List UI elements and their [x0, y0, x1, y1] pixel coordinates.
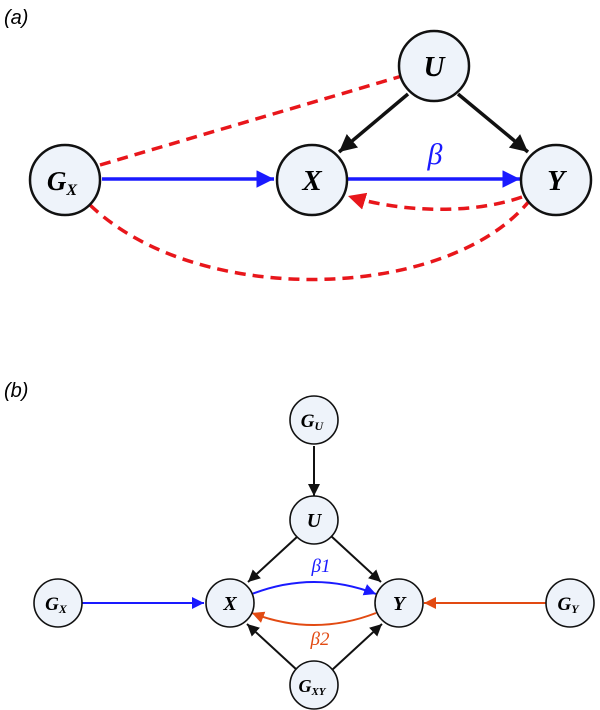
node-gu: GU	[289, 395, 339, 445]
panel-a: (a) β U GX X Y	[4, 7, 593, 282]
node-u-label: U	[424, 51, 447, 83]
edge-u-x	[247, 535, 299, 583]
svg-text:β2: β2	[310, 629, 330, 650]
edge-gx-u-dashed	[99, 74, 403, 167]
node-gx-label: G	[45, 594, 59, 615]
panel-b: (b) β1 β2 GU U GX X Y	[4, 380, 595, 710]
node-gu-subscript: U	[315, 419, 325, 433]
edge-u-y	[330, 535, 382, 583]
beta2-label: β	[310, 629, 321, 650]
node-y-label: Y	[547, 165, 567, 197]
node-gxy-label: G	[298, 676, 311, 696]
node-gxy-subscript: XY	[310, 686, 326, 698]
svg-text:GU: GU	[301, 411, 325, 433]
edge-u-y	[456, 92, 530, 154]
beta1-subscript: 1	[321, 556, 331, 577]
panel-a-label: (a)	[4, 7, 28, 29]
node-gx-subscript: X	[58, 602, 68, 616]
svg-text:β1: β1	[311, 556, 331, 577]
node-gx-subscript: X	[65, 182, 77, 199]
node-y: Y	[519, 143, 593, 217]
node-x-label: X	[301, 165, 322, 197]
node-gy-label: G	[557, 594, 571, 615]
node-x: X	[205, 578, 255, 628]
node-gx: GX	[28, 143, 102, 217]
edge-y-x-beta2	[251, 611, 377, 626]
node-gxy: GXY	[289, 660, 339, 710]
node-y: Y	[374, 578, 424, 628]
edge-gxy-y	[331, 623, 383, 671]
panel-b-label: (b)	[4, 380, 28, 402]
svg-text:GX: GX	[45, 594, 68, 616]
svg-text:GXY: GXY	[298, 676, 326, 698]
node-gu-label: G	[301, 411, 315, 432]
node-gx-label: G	[47, 166, 67, 196]
beta2-subscript: 2	[320, 629, 330, 650]
edge-gxy-x	[246, 623, 298, 671]
edge-gx-y-dashed-curve	[88, 198, 532, 282]
node-x-label: X	[222, 593, 237, 615]
beta1-label: β	[311, 556, 322, 577]
node-u: U	[289, 495, 339, 545]
node-gy: GY	[545, 578, 595, 628]
node-u-label: U	[307, 510, 323, 532]
edge-y-x-dashed-arrow	[347, 192, 523, 211]
node-y-label: Y	[393, 593, 407, 615]
node-gy-subscript: Y	[571, 602, 580, 616]
svg-text:GY: GY	[557, 594, 580, 616]
beta-label: β	[427, 138, 443, 171]
svg-text:GX: GX	[47, 166, 78, 199]
node-x: X	[275, 143, 349, 217]
node-gx: GX	[33, 578, 83, 628]
edge-u-x	[337, 92, 410, 154]
edge-x-y-beta1	[251, 581, 377, 596]
node-u: U	[397, 29, 471, 103]
